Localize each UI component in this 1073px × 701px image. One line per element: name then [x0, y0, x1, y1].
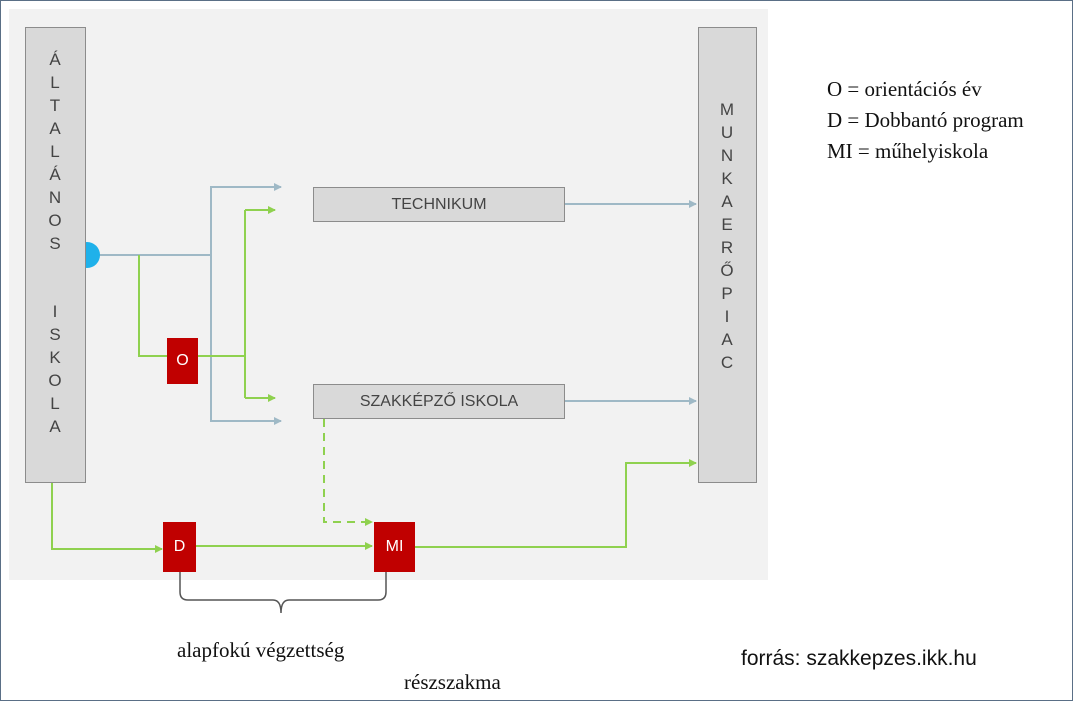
left-bar-letter: A: [49, 417, 62, 436]
right-bar-letter: C: [720, 353, 735, 372]
left-bar-letter: O: [48, 371, 63, 390]
left-bar-letter: L: [50, 394, 61, 413]
mi-label: MI: [385, 538, 404, 555]
green-line-to-d: [51, 482, 163, 553]
orientacios-ev-box: O: [167, 338, 198, 384]
legend: O = orientációs év D = Dobbantó program …: [827, 74, 1024, 167]
left-bar-letter: A: [49, 119, 62, 138]
technikum-box: TECHNIKUM: [313, 187, 565, 222]
right-bar-letter: M: [719, 100, 736, 119]
muhelyiskola-box: MI: [374, 522, 415, 572]
alapfoku-vegzettseg-label: alapfokú végzettség: [177, 638, 345, 662]
left-bar-letter: Á: [49, 50, 62, 69]
right-bar-letter: K: [721, 169, 734, 188]
left-bar-letter: S: [49, 325, 62, 344]
source-label: forrás: szakkepzes.ikk.hu: [741, 647, 977, 670]
right-bar-letter: P: [721, 284, 734, 303]
right-bar-letter: A: [721, 192, 734, 211]
right-bar-letter: U: [720, 123, 735, 142]
szakkepzo-iskola-label: SZAKKÉPZŐ ISKOLA: [359, 392, 519, 410]
technikum-label: TECHNIKUM: [391, 195, 487, 213]
munkaeropiac-bar: M U N K A E R Ő P I A C: [698, 27, 757, 483]
left-bar-letter: L: [50, 73, 61, 92]
left-bar-letter: L: [50, 142, 61, 161]
right-bar-letter: I: [724, 307, 731, 326]
left-bar-letter: I: [52, 302, 59, 321]
green-line-mi-to-munkaeropiac: [415, 459, 697, 548]
right-bar-letter: Ő: [720, 261, 735, 280]
right-bar-letter: A: [721, 330, 734, 349]
left-bar-letter: T: [49, 96, 62, 115]
left-bar-letter: O: [48, 211, 63, 230]
right-bar-letter: N: [720, 146, 735, 165]
right-bar-letter: R: [720, 238, 735, 257]
reszszakma-label: részszakma: [404, 670, 501, 694]
legend-item-o: O = orientációs év: [827, 77, 982, 101]
left-bar-letter: N: [48, 188, 63, 207]
legend-item-mi: MI = műhelyiskola: [827, 139, 989, 163]
green-connectors: [51, 206, 697, 553]
diagram-panel: [9, 9, 768, 580]
green-dashed-szakkepzo-to-mi: [323, 419, 373, 526]
szakkepzo-iskola-box: SZAKKÉPZŐ ISKOLA: [313, 384, 565, 419]
left-bar-letter: K: [49, 348, 62, 367]
blue-connectors: [86, 183, 697, 425]
brace-alapfoku: [179, 572, 387, 614]
green-line-to-o: [138, 255, 167, 357]
left-bar-letter: S: [49, 234, 62, 253]
right-bar-letter: E: [721, 215, 734, 234]
left-bar-letter: Á: [49, 165, 62, 184]
o-label: O: [176, 352, 189, 369]
dobbanto-box: D: [163, 522, 196, 572]
d-label: D: [173, 538, 186, 555]
altalanos-iskola-bar: Á L T A L Á N O S I S K O L A: [25, 27, 86, 483]
legend-item-d: D = Dobbantó program: [827, 108, 1024, 132]
